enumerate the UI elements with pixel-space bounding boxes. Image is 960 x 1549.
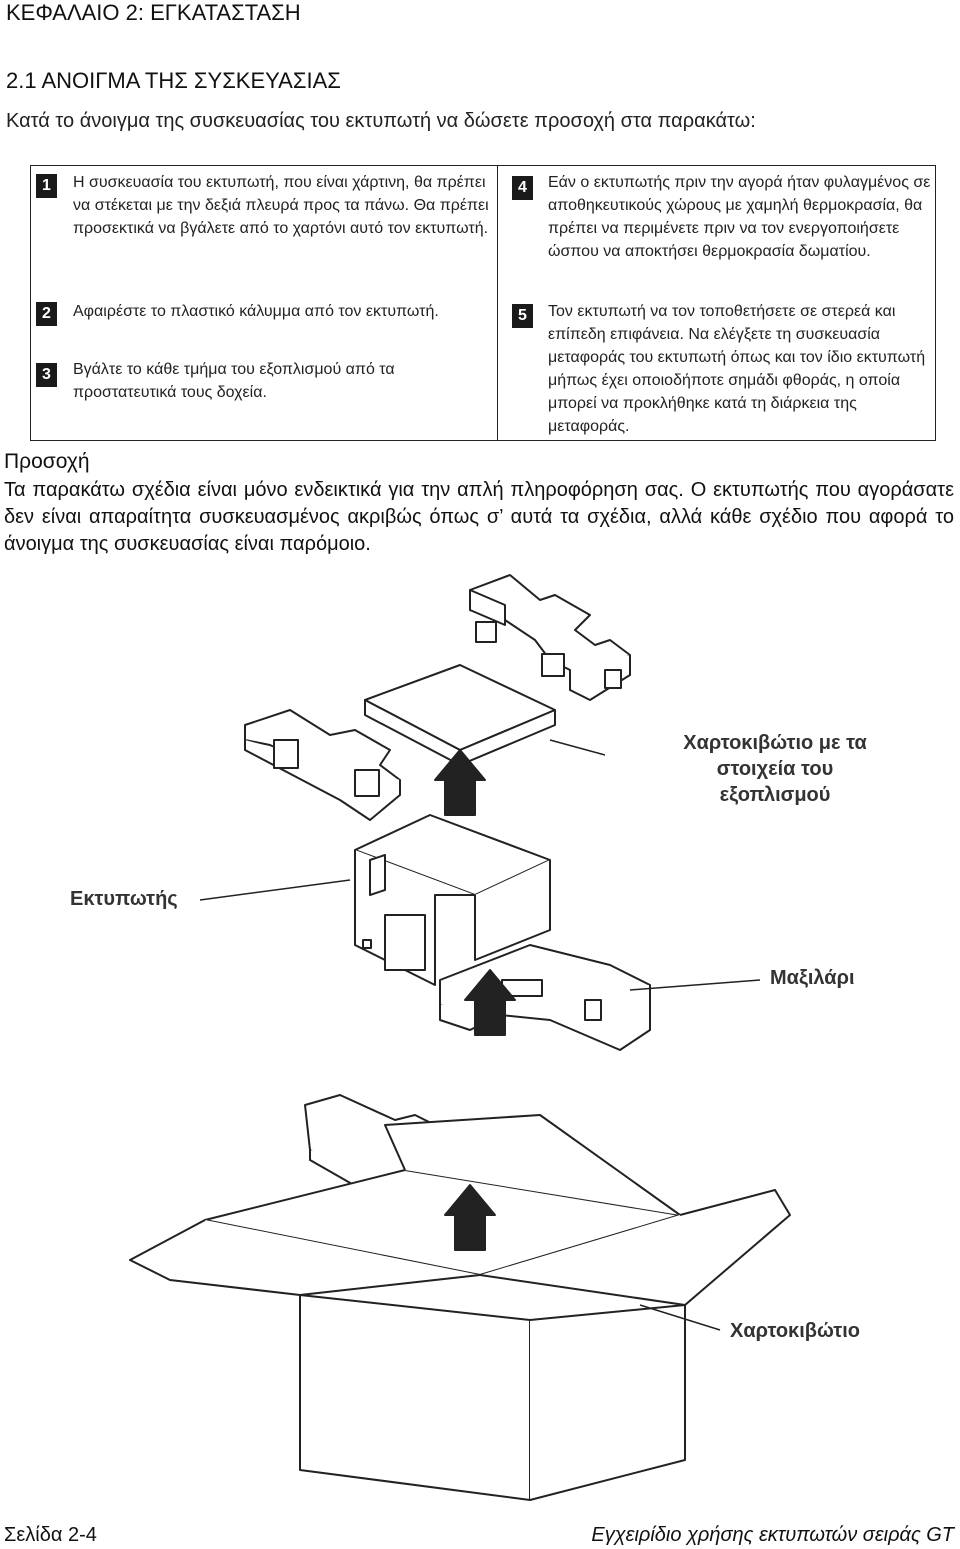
- step-number: 3: [36, 363, 57, 387]
- unpacking-diagram: Χαρτοκιβώτιο με τα στοιχεία του εξοπλισμ…: [30, 560, 930, 1510]
- chapter-title: ΚΕΦΑΛΑΙΟ 2: ΕΓΚΑΤΑΣΤΑΣΗ: [6, 0, 301, 25]
- steps-table: 1 Η συσκευασία του εκτυπωτή, που είναι χ…: [30, 165, 936, 441]
- foam-insert-left: [244, 709, 401, 821]
- caution-text: Τα παρακάτω σχέδια είναι μόνο ενδεικτικά…: [4, 479, 954, 555]
- step-text: Τον εκτυπωτή να τον τοποθετήσετε σε στερ…: [548, 303, 926, 435]
- arrows: [434, 749, 516, 1251]
- intro-text: Κατά το άνοιγμα της συσκευασίας του εκτυ…: [6, 110, 756, 132]
- manual-title: Εγχειρίδιο χρήσης εκτυπωτών σειράς GT: [591, 1524, 954, 1546]
- open-box: [129, 1114, 791, 1501]
- unpacking-illustration: [129, 574, 791, 1501]
- step-text: Βγάλτε το κάθε τμήμα του εξοπλισμού από …: [73, 361, 395, 401]
- column-divider: [497, 166, 498, 440]
- step-number: 1: [36, 174, 57, 198]
- step-text: Εάν ο εκτυπωτής πριν την αγορά ήταν φυλα…: [548, 174, 931, 260]
- accessories-box-label: Χαρτοκιβώτιο με τα στοιχεία του εξοπλισμ…: [683, 732, 867, 806]
- step-number: 5: [512, 304, 533, 328]
- foam-insert-top: [469, 574, 631, 701]
- printer: [354, 814, 551, 986]
- accessories-box: [364, 664, 556, 766]
- page-number: Σελίδα 2-4: [4, 1524, 97, 1546]
- leader-lines: [199, 739, 761, 1331]
- box-label: Χαρτοκιβώτιο: [730, 1320, 860, 1342]
- step-number: 2: [36, 302, 57, 326]
- caution-title: Προσοχή: [4, 450, 90, 473]
- step-number: 4: [512, 176, 533, 200]
- printer-label: Εκτυπωτής: [70, 888, 178, 910]
- step-text: Η συσκευασία του εκτυπωτή, που είναι χάρ…: [73, 174, 489, 237]
- step-text: Αφαιρέστε το πλαστικό κάλυμμα από τον εκ…: [73, 303, 439, 320]
- section-title: 2.1 ΑΝΟΙΓΜΑ ΤΗΣ ΣΥΣΚΕΥΑΣΙΑΣ: [6, 68, 341, 93]
- cushion-label: Μαξιλάρι: [770, 967, 855, 989]
